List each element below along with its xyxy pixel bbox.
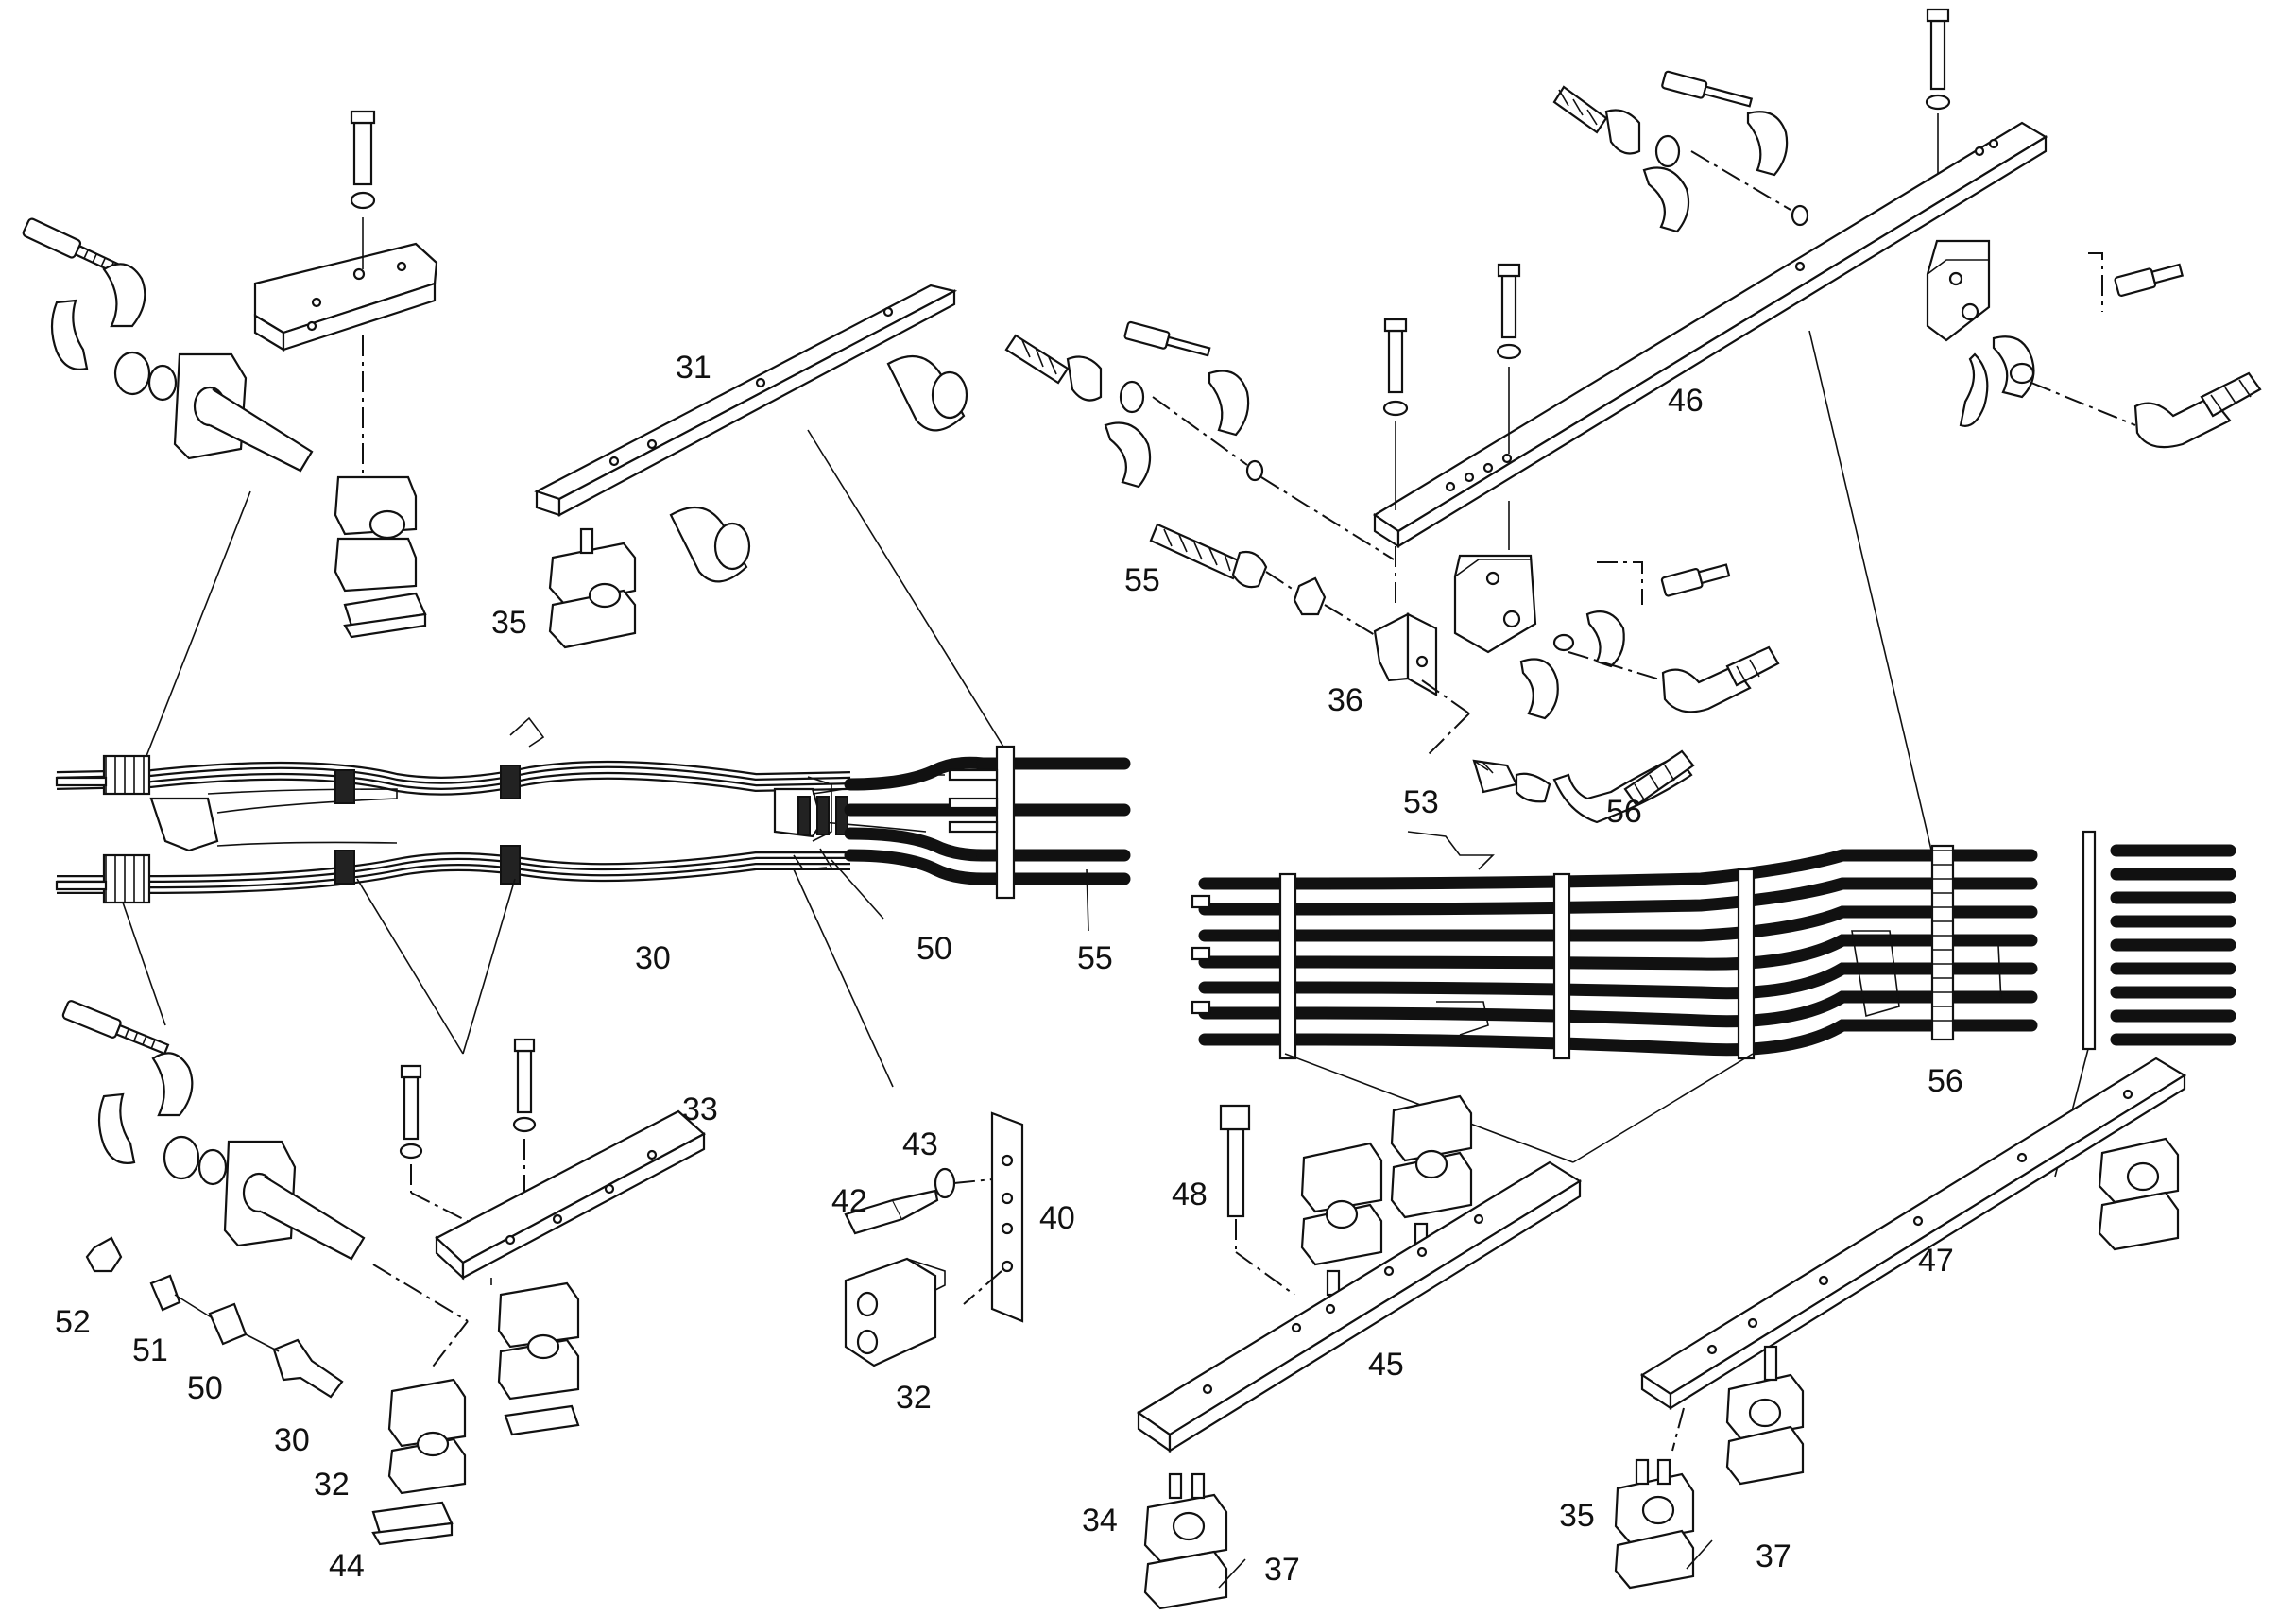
hose-fitting-upper-right — [1552, 70, 2262, 449]
callout-34: 34 — [1082, 1503, 1118, 1539]
hose-harness-left — [55, 716, 1131, 1088]
callout-37: 37 — [1264, 1552, 1300, 1588]
callout-33: 33 — [682, 1092, 718, 1127]
callout-48: 48 — [1172, 1177, 1208, 1212]
callout-45: 45 — [1368, 1347, 1404, 1383]
mounting-bar-47 — [1614, 1057, 2187, 1590]
callout-56: 56 — [1606, 794, 1642, 830]
callout-32: 32 — [896, 1380, 932, 1416]
flange-assembly-upper-left — [22, 217, 314, 757]
callout-55: 55 — [1077, 940, 1113, 976]
callout-40: 40 — [1039, 1200, 1075, 1236]
mounting-bar-45 — [1136, 1094, 1583, 1610]
mounting-bar-31 — [534, 284, 1004, 748]
flange-assembly-lower-left — [61, 1000, 469, 1399]
clamp-stack-upper-left — [253, 110, 438, 639]
callout-36: 36 — [1328, 682, 1363, 718]
callout-51: 51 — [132, 1332, 168, 1368]
hose-harness-right — [1191, 830, 2236, 1178]
hose-fitting-middle-right — [1004, 320, 1780, 824]
callout-32: 32 — [314, 1467, 350, 1503]
callout-30: 30 — [274, 1422, 310, 1458]
callout-46: 46 — [1668, 383, 1704, 419]
bracket-assembly-40 — [844, 1111, 1024, 1367]
callout-31: 31 — [676, 350, 711, 386]
callout-44: 44 — [329, 1548, 365, 1584]
callout-42: 42 — [831, 1183, 867, 1219]
callout-56: 56 — [1928, 1063, 1963, 1099]
callout-53: 53 — [1403, 784, 1439, 820]
callout-35: 35 — [1559, 1498, 1595, 1534]
callout-50: 50 — [917, 931, 952, 967]
callout-50: 50 — [187, 1370, 223, 1406]
callout-30: 30 — [635, 940, 671, 976]
callout-37: 37 — [1756, 1539, 1791, 1574]
mounting-bar-46 — [1372, 8, 2048, 875]
callout-47: 47 — [1918, 1243, 1954, 1279]
callout-55: 55 — [1124, 562, 1160, 598]
callout-52: 52 — [55, 1304, 91, 1340]
callout-labels: 31 35 30 50 55 33 43 42 40 32 52 51 50 3… — [55, 350, 1963, 1588]
callout-35: 35 — [491, 605, 527, 641]
clamp-plate-33 — [371, 1038, 706, 1546]
callout-43: 43 — [902, 1126, 938, 1162]
